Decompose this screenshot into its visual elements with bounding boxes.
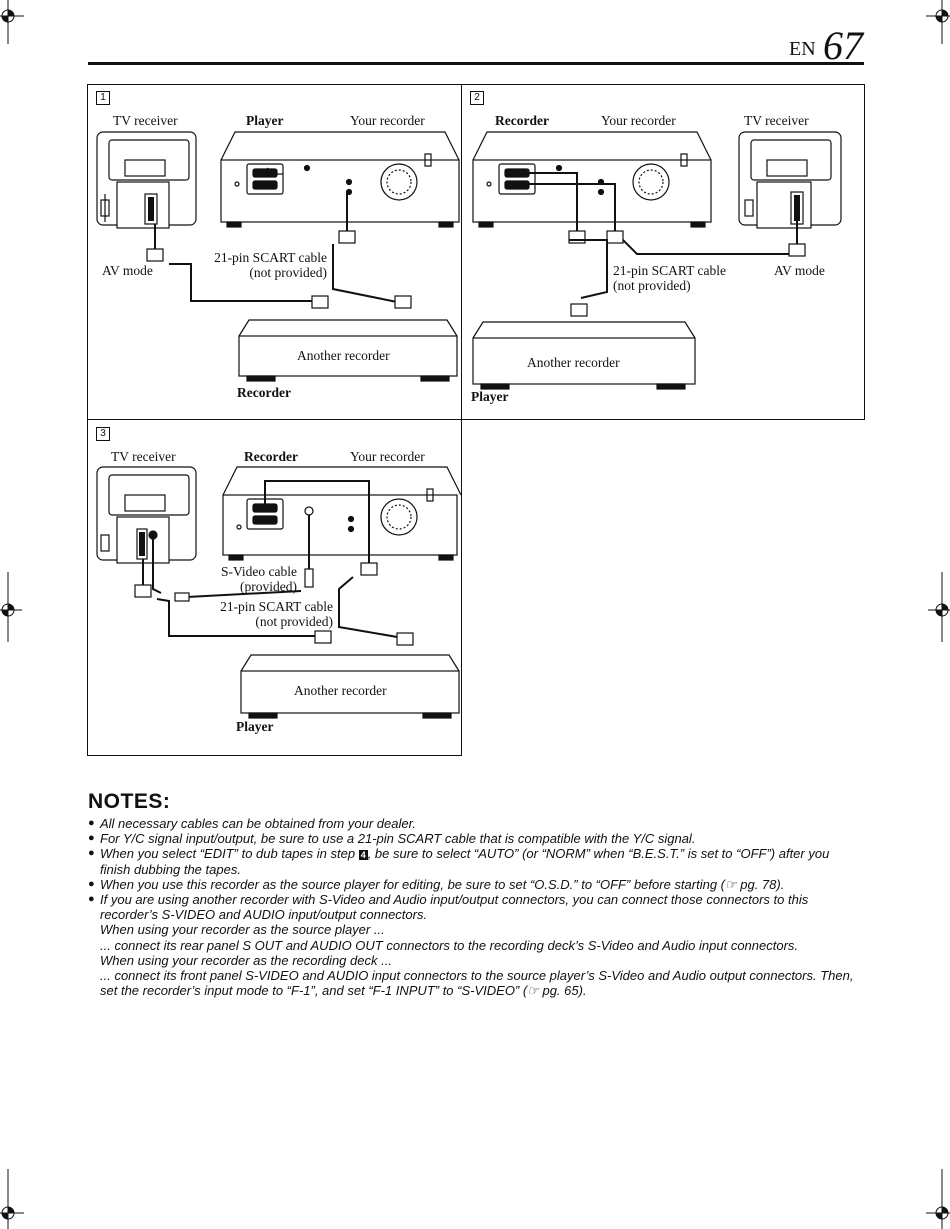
header-rule (88, 62, 864, 65)
diagram-2-drawing (472, 131, 842, 390)
registration-mark-mid-right (928, 572, 950, 642)
registration-mark-mid-left (0, 572, 22, 642)
note-text: When you select “EDIT” to dub tapes in s… (100, 846, 356, 862)
bottom-role-label: Recorder (237, 385, 291, 400)
note-text: If you are using another recorder with S… (100, 892, 809, 908)
note-item: ● When you use this recorder as the sour… (88, 877, 868, 892)
scart-cable-line2: (not provided) (255, 614, 333, 629)
deck-role-label: Recorder (495, 113, 549, 128)
bullet-icon: ● (88, 832, 95, 845)
scart-cable-2 (267, 173, 412, 309)
note-item: ● For Y/C signal input/output, be sure t… (88, 831, 868, 846)
panel-number-3: 3 (96, 427, 110, 441)
note-text: set the recorder’s input mode to “F-1”, … (100, 983, 587, 999)
note-text: ... connect its front panel S-VIDEO and … (100, 968, 854, 984)
scart-cable-line2: (not provided) (249, 265, 327, 280)
bullet-icon: ● (88, 847, 95, 860)
scart-cable-line1: 21-pin SCART cable (613, 263, 726, 278)
scart-cable-label: 21-pin SCART cable (not provided) (180, 250, 327, 280)
svideo-cable-label: S-Video cable (provided) (180, 564, 297, 594)
page-number: 67 (823, 23, 863, 68)
note-text: When using your recorder as the recordin… (100, 952, 392, 968)
note-text: finish dubbing the tapes. (100, 861, 241, 877)
note-item: ● All necessary cables can be obtained f… (88, 816, 868, 831)
av-mode-label: AV mode (774, 263, 825, 278)
note-text: recorder’s S-VIDEO and AUDIO input/outpu… (100, 907, 428, 923)
bullet-icon: ● (88, 877, 95, 890)
scart-cable-line2: (not provided) (613, 278, 691, 293)
scart-cable-label: 21-pin SCART cable (not provided) (613, 263, 726, 293)
note-text: ... connect its rear panel S OUT and AUD… (100, 937, 799, 953)
registration-mark-top-left (0, 0, 24, 44)
registration-mark-bottom-left (0, 1169, 24, 1229)
av-mode-label: AV mode (102, 263, 153, 278)
diagram-1-drawing (96, 131, 460, 382)
tv-receiver-label: TV receiver (113, 113, 178, 128)
note-text: When using your recorder as the source p… (100, 922, 385, 938)
scart-cables (519, 172, 806, 317)
bottom-role-label: Player (471, 389, 509, 404)
language-label: EN (789, 38, 816, 60)
deck-role-label: Player (246, 113, 284, 128)
your-recorder-label: Your recorder (350, 449, 425, 464)
diagram-3-drawing (96, 466, 462, 719)
scart-cable-line1: 21-pin SCART cable (214, 250, 327, 265)
another-recorder-label: Another recorder (527, 355, 620, 370)
scart-cable-1 (146, 167, 329, 309)
notes-list: ● All necessary cables can be obtained f… (88, 816, 868, 998)
your-recorder-icon (222, 466, 462, 561)
note-text: , be sure to select “AUTO” (or “NORM” wh… (367, 846, 830, 862)
cables (134, 480, 414, 646)
note-item: ● When you select “EDIT” to dub tapes in… (88, 846, 868, 876)
tv-receiver-label: TV receiver (744, 113, 809, 128)
notes-title: NOTES: (88, 790, 171, 813)
your-recorder-icon (220, 131, 460, 228)
bottom-role-label: Player (236, 719, 274, 734)
tv-receiver-icon (738, 131, 842, 229)
tv-receiver-label: TV receiver (111, 449, 176, 464)
registration-mark-bottom-right (926, 1169, 950, 1229)
tv-receiver-icon (96, 131, 197, 229)
another-recorder-label: Another recorder (297, 348, 390, 363)
deck-role-label: Recorder (244, 449, 298, 464)
scart-cable-label: 21-pin SCART cable (not provided) (180, 599, 333, 629)
your-recorder-label: Your recorder (601, 113, 676, 128)
note-text-line: When you select “EDIT” to dub tapes in s… (100, 846, 868, 861)
bullet-icon: ● (88, 817, 95, 829)
note-text: All necessary cables can be obtained fro… (100, 816, 417, 831)
another-recorder-label: Another recorder (294, 683, 387, 698)
step-number-badge: 4 (358, 850, 368, 861)
diagram-panel-2 (461, 84, 865, 420)
scart-cable-line1: 21-pin SCART cable (220, 599, 333, 614)
another-recorder-icon (472, 321, 696, 390)
svideo-cable-line1: S-Video cable (220, 564, 297, 579)
registration-mark-top-right (926, 0, 950, 44)
your-recorder-label: Your recorder (350, 113, 425, 128)
your-recorder-icon (472, 131, 712, 228)
note-text: When you use this recorder as the source… (100, 876, 785, 892)
another-recorder-icon (240, 654, 460, 719)
panel-number-2: 2 (470, 91, 484, 105)
note-item: ● If you are using another recorder with… (88, 892, 868, 998)
tv-receiver-icon (96, 466, 197, 564)
bullet-icon: ● (88, 893, 95, 906)
panel-number-1: 1 (96, 91, 110, 105)
another-recorder-icon (238, 319, 458, 382)
svideo-cable-line2: (provided) (240, 579, 297, 594)
note-text: For Y/C signal input/output, be sure to … (100, 831, 696, 847)
diagram-panel-3 (87, 419, 462, 756)
